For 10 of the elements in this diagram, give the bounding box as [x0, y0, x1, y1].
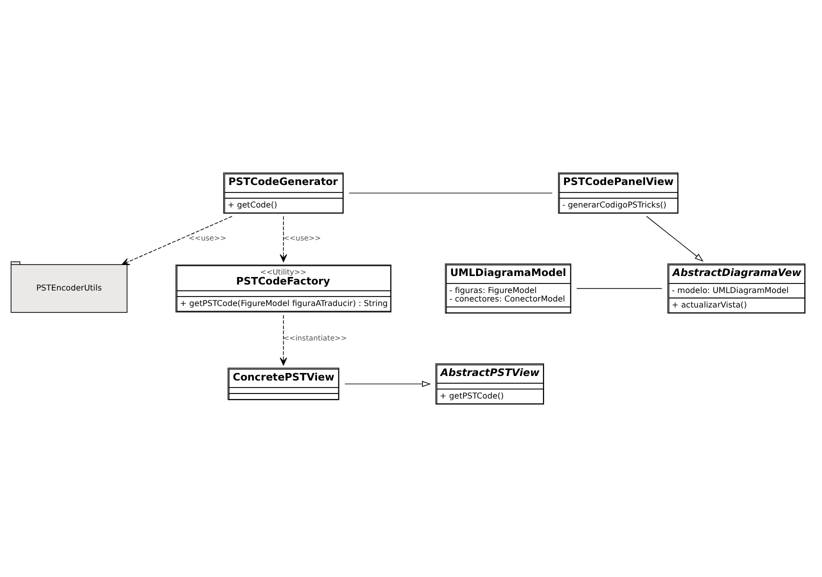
connector: [348, 192, 553, 194]
arrow: [344, 380, 431, 388]
arrow: [280, 216, 288, 262]
connector: [576, 288, 662, 289]
arrow: [122, 216, 232, 266]
arrow: [280, 314, 288, 366]
edge-label: <<use>>: [283, 233, 321, 242]
edge-label: <<instantiate>>: [283, 333, 347, 342]
edge-label: <<use>>: [188, 233, 226, 242]
arrow: [646, 216, 704, 262]
